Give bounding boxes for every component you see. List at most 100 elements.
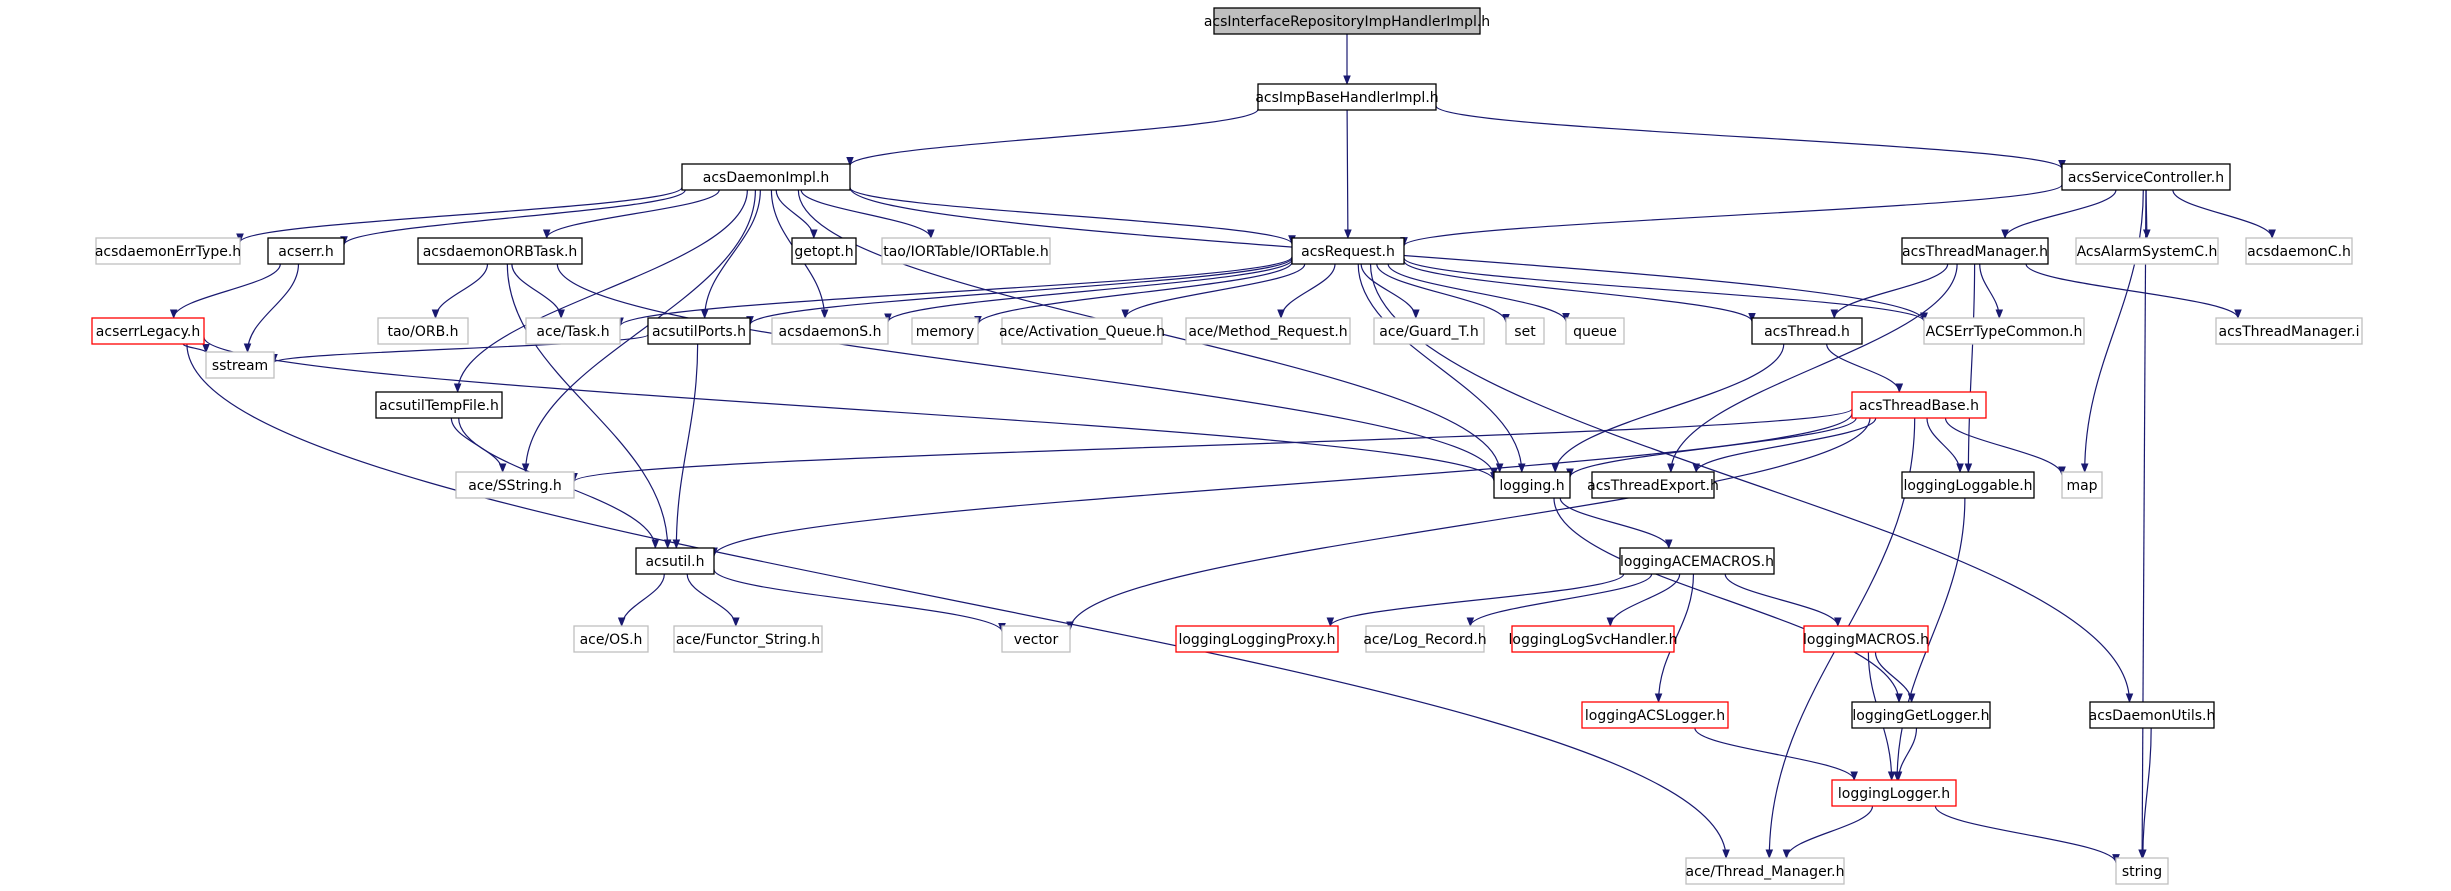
node-string: string	[2115, 857, 2169, 885]
node-label: ace/SString.h	[468, 478, 562, 494]
node-box	[95, 237, 241, 265]
node-errcommon: ACSErrTypeCommon.h	[1923, 317, 2085, 345]
edge-orbtask-to-orb	[431, 263, 489, 319]
node-box	[2089, 701, 2215, 729]
node-label: vector	[1014, 632, 1059, 648]
node-box	[911, 317, 979, 345]
node-box	[1565, 317, 1625, 345]
edge-ports-to-sstream	[270, 334, 649, 364]
node-thrmgri: acsThreadManager.i	[2215, 317, 2363, 345]
edge-errlegacy-to-logging	[203, 337, 1498, 482]
node-functor: ace/Functor_String.h	[673, 625, 823, 653]
node-acemacros[interactable]: loggingACEMACROS.h	[1619, 547, 1775, 575]
node-logproxy[interactable]: loggingLoggingProxy.h	[1175, 625, 1339, 653]
edge-thrbase-to-sstring	[570, 408, 1853, 483]
node-box	[1175, 625, 1339, 653]
node-box	[791, 237, 857, 265]
node-thread[interactable]: acsThread.h	[1751, 317, 1863, 345]
edge-request-to-daemons	[884, 259, 1293, 324]
edges-layer	[169, 33, 2276, 864]
node-base[interactable]: acsImpBaseHandlerImpl.h	[1255, 83, 1439, 111]
node-thrmgr[interactable]: acsThreadManager.h	[1901, 237, 2049, 265]
node-daemon[interactable]: acsDaemonImpl.h	[681, 163, 851, 191]
edge-orbtask-to-logging	[556, 263, 1498, 478]
node-box	[1685, 857, 1845, 885]
node-thrbase[interactable]: acsThreadBase.h	[1851, 391, 1987, 419]
edge-thrbase-to-vector	[1066, 417, 1871, 631]
edge-request-to-ports	[746, 257, 1293, 326]
node-box	[2061, 471, 2103, 499]
node-svchandler[interactable]: loggingLogSvcHandler.h	[1509, 625, 1678, 653]
node-errtype: acsdaemonErrType.h	[95, 237, 241, 265]
node-label: acsThreadManager.i	[2219, 324, 2360, 340]
edge-svcctrl-to-thrmgr	[2001, 189, 2117, 239]
node-orbtask[interactable]: acsdaemonORBTask.h	[417, 237, 583, 265]
edge-daemon-to-sstring	[521, 189, 757, 473]
node-methreq: ace/Method_Request.h	[1185, 317, 1351, 345]
node-label: acserr.h	[278, 244, 334, 260]
node-ports[interactable]: acsutilPorts.h	[647, 317, 751, 345]
node-label: acsdaemonORBTask.h	[423, 244, 578, 260]
node-getopt[interactable]: getopt.h	[791, 237, 857, 265]
node-threxport[interactable]: acsThreadExport.h	[1587, 471, 1719, 499]
node-acserr[interactable]: acserr.h	[267, 237, 345, 265]
node-box	[673, 625, 823, 653]
node-box	[1851, 701, 1991, 729]
node-os: ace/OS.h	[573, 625, 649, 653]
edge-request-to-actq	[1121, 263, 1306, 319]
node-logmacros[interactable]: loggingMACROS.h	[1803, 625, 1929, 653]
node-tempfile[interactable]: acsutilTempFile.h	[375, 391, 503, 419]
node-box	[1831, 779, 1957, 807]
node-label: acsdaemonC.h	[2247, 244, 2351, 260]
node-label: acsThread.h	[1764, 324, 1850, 340]
node-box	[1185, 317, 1351, 345]
edge-logging-to-acemacros	[1559, 497, 1673, 549]
node-label: acsImpBaseHandlerImpl.h	[1255, 90, 1438, 106]
node-loggable[interactable]: loggingLoggable.h	[1901, 471, 2035, 499]
node-box	[2245, 237, 2353, 265]
edge-errlegacy-to-thrmanager	[186, 343, 1730, 859]
edge-acsutil-to-vector	[713, 569, 1006, 633]
edge-svcctrl-to-daemonc	[2172, 189, 2276, 239]
node-label: acsutilPorts.h	[652, 324, 746, 340]
node-label: string	[2122, 864, 2162, 880]
edge-thrmgr-to-errcommon	[1979, 263, 2004, 319]
edge-daemon-to-errtype	[236, 186, 683, 244]
node-root[interactable]: acsInterfaceRepositoryImpHandlerImpl.h	[1204, 7, 1490, 35]
node-label: acsThreadBase.h	[1859, 398, 1979, 414]
node-box	[635, 547, 715, 575]
node-box	[2115, 857, 2169, 885]
node-box	[1373, 317, 1485, 345]
edge-thrmgr-to-thread	[1830, 263, 1949, 319]
node-label: loggingGetLogger.h	[1852, 708, 1989, 724]
node-box	[1619, 547, 1775, 575]
node-acslogger[interactable]: loggingACSLogger.h	[1581, 701, 1729, 729]
node-daemons: acsdaemonS.h	[771, 317, 889, 345]
node-label: sstream	[212, 358, 268, 374]
node-daemonc: acsdaemonC.h	[2245, 237, 2353, 265]
nodes-layer: acsInterfaceRepositoryImpHandlerImpl.h ac…	[91, 7, 2363, 885]
node-daemonutils[interactable]: acsDaemonUtils.h	[2089, 701, 2216, 729]
edge-request-to-thread	[1403, 260, 1756, 323]
node-label: acsDaemonUtils.h	[2089, 708, 2216, 724]
node-logger[interactable]: loggingLogger.h	[1831, 779, 1957, 807]
node-getlogger[interactable]: loggingGetLogger.h	[1851, 701, 1991, 729]
edge-loggable-to-logger	[1893, 497, 1966, 781]
node-label: getopt.h	[794, 244, 853, 260]
node-request[interactable]: acsRequest.h	[1291, 237, 1405, 265]
node-box	[1923, 317, 2085, 345]
node-acsutil[interactable]: acsutil.h	[635, 547, 715, 575]
edge-ports-to-acsutil	[672, 343, 699, 549]
node-logging[interactable]: logging.h	[1493, 471, 1571, 499]
edge-logger-to-string	[1934, 805, 2120, 864]
node-label: tao/ORB.h	[387, 324, 458, 340]
node-label: loggingLogger.h	[1838, 786, 1950, 802]
node-box	[417, 237, 583, 265]
edge-thrmgr-to-thrmgri	[2025, 263, 2242, 319]
node-box	[1257, 83, 1437, 111]
node-label: loggingLogSvcHandler.h	[1509, 632, 1678, 648]
node-box	[1213, 7, 1481, 35]
node-errlegacy[interactable]: acserrLegacy.h	[91, 317, 205, 345]
node-svcctrl[interactable]: acsServiceController.h	[2061, 163, 2231, 191]
node-label: acsServiceController.h	[2068, 170, 2224, 186]
